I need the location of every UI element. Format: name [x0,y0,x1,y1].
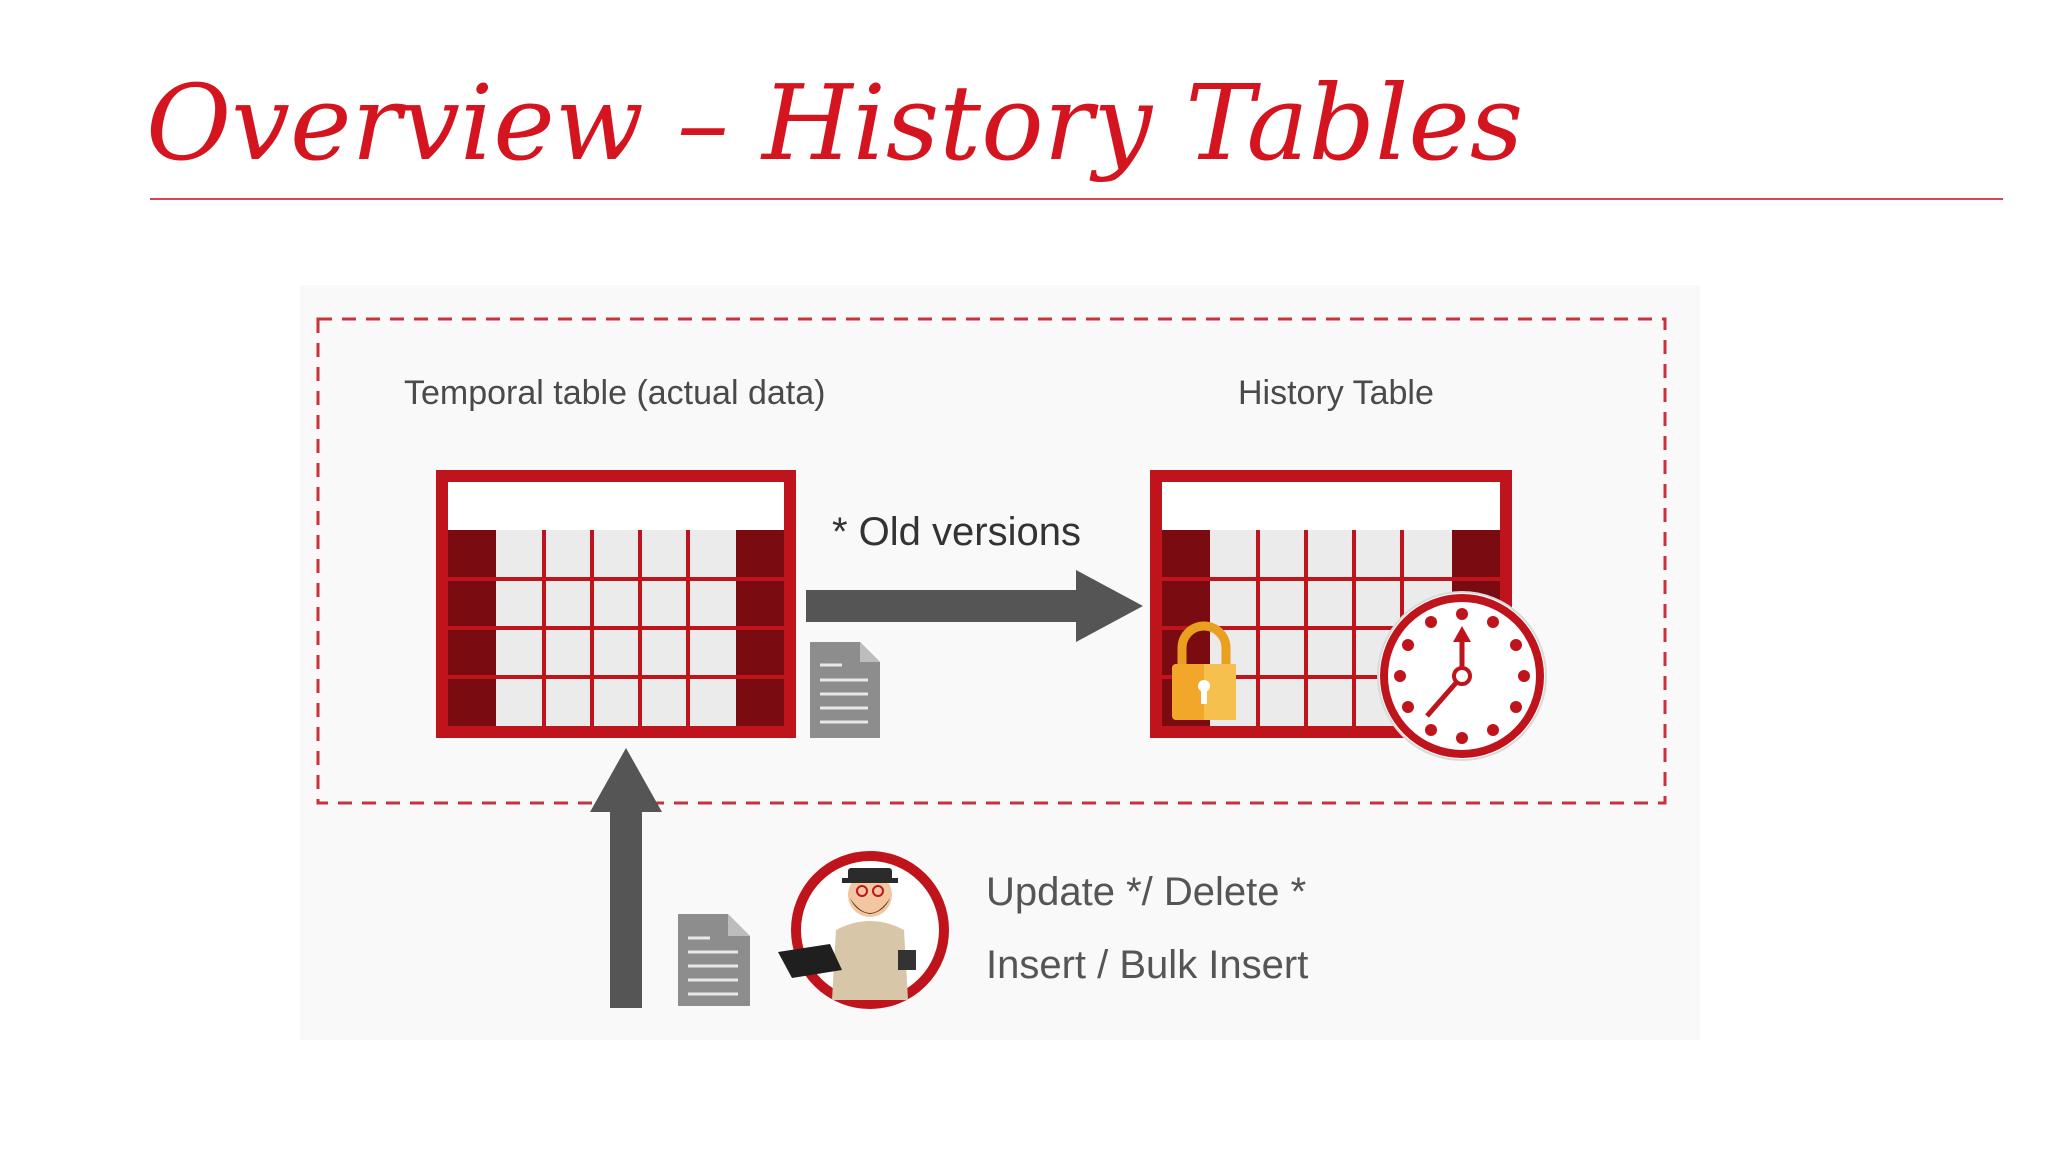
document-icon [810,642,880,738]
user-avatar-icon [778,851,949,1009]
operation-update-delete: Update */ Delete * [986,870,1307,914]
system-versioned-boundary [316,317,1667,805]
temporal-table-label: Temporal table (actual data) [404,374,826,412]
lock-icon [1172,621,1236,720]
document-icon [678,914,750,1006]
clock-icon [1377,591,1547,761]
title-divider [150,198,2003,200]
slide-title: Overview – History Tables [146,62,1524,184]
old-versions-label: * Old versions [832,510,1081,554]
arrow-up-icon [590,748,662,1008]
arrow-right-icon [806,570,1143,642]
operation-insert: Insert / Bulk Insert [986,943,1309,987]
temporal-table-icon [436,470,796,738]
history-table-label: History Table [1238,374,1434,412]
